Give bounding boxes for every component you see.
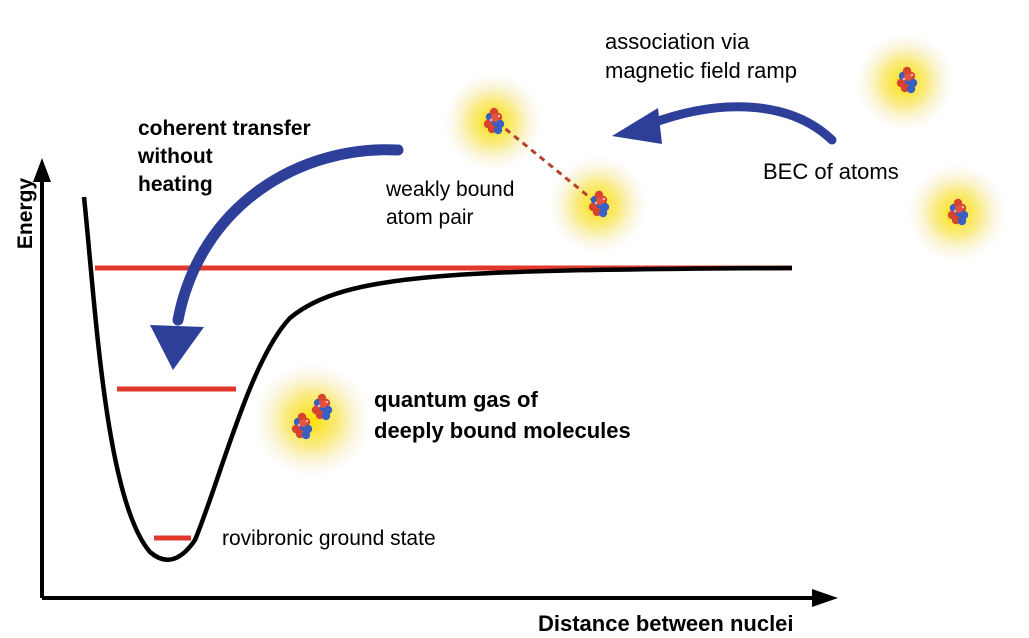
weak-bond-line xyxy=(496,120,594,202)
energy-axis xyxy=(33,158,51,598)
association-arrow xyxy=(612,102,837,145)
molecule-glow xyxy=(252,362,372,478)
association-label: association via magnetic field ramp xyxy=(605,29,797,83)
coherent-transfer-label: coherent transfer without heating xyxy=(138,117,311,196)
ground-state-label: rovibronic ground state xyxy=(222,527,436,550)
bec-label: BEC of atoms xyxy=(763,159,899,184)
potential-curve xyxy=(81,196,793,562)
distance-axis xyxy=(42,589,838,607)
weakly-bound-label: weakly bound atom pair xyxy=(386,178,515,229)
energy-axis-label: Energy xyxy=(14,177,38,250)
distance-axis-label: Distance between nuclei xyxy=(538,611,794,636)
quantum-gas-label: quantum gas of deeply bound molecules xyxy=(374,387,631,443)
coherent-transfer-arrow xyxy=(150,144,404,370)
